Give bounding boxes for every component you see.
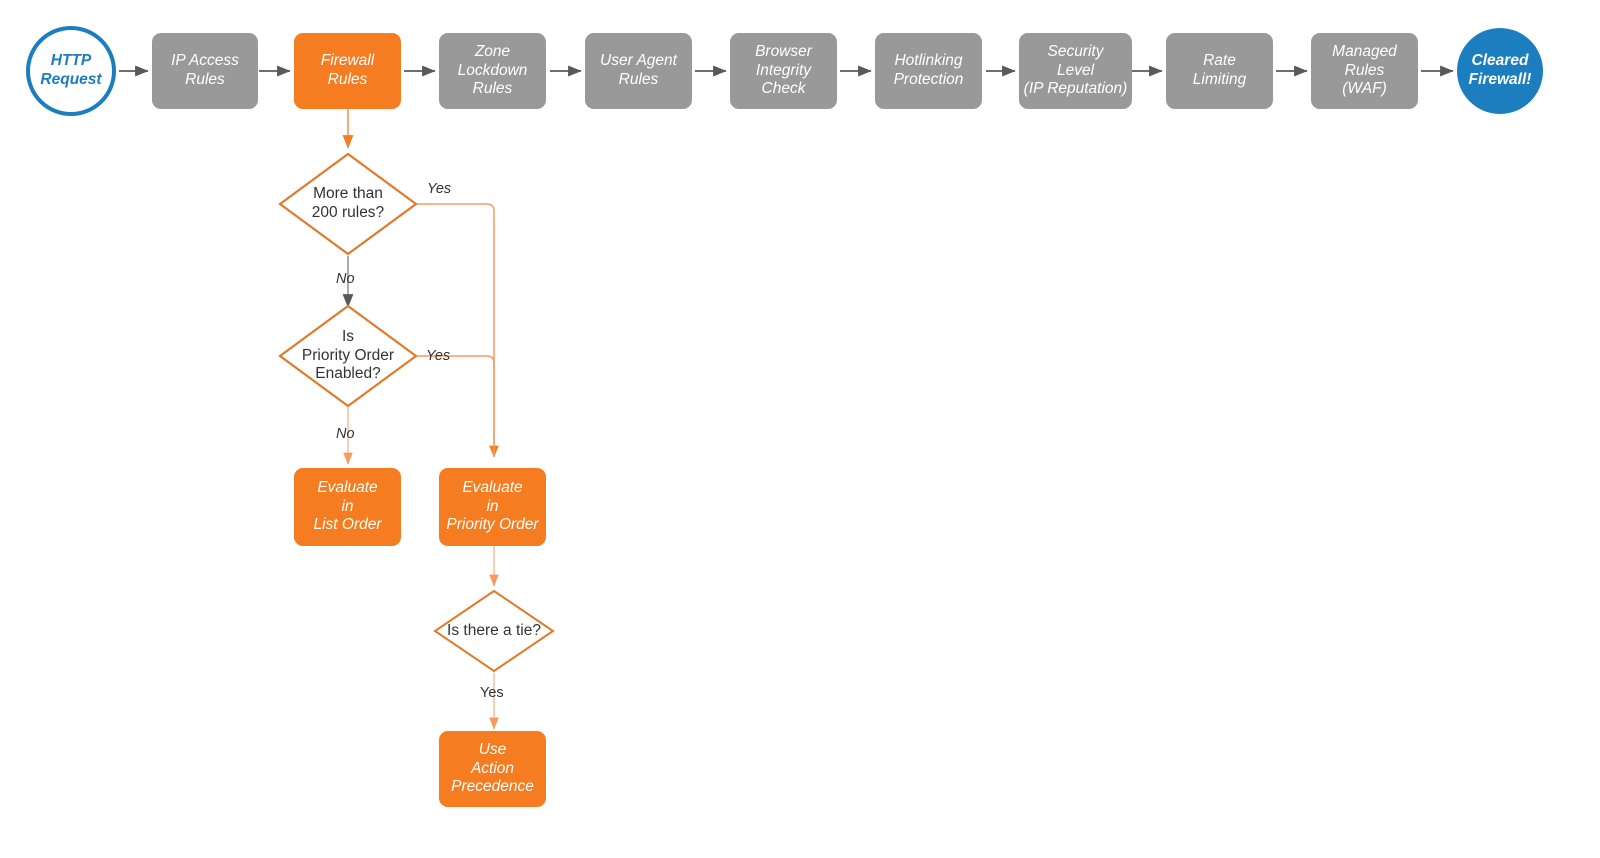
box-line: Limiting (1192, 71, 1247, 88)
box-line: (WAF) (1342, 80, 1387, 98)
box-line: in (341, 497, 354, 515)
node-http-request[interactable]: HTTP Request (26, 26, 116, 116)
box-line: Rate (1203, 52, 1236, 70)
box-line: Rules (1344, 61, 1385, 79)
box-line: Action (470, 759, 515, 777)
diamond-shape (278, 152, 418, 256)
box-line: Level (1056, 61, 1095, 79)
box-line: Lockdown (457, 61, 528, 79)
box-line: Browser (755, 42, 812, 60)
edge-label-no-200rules: No (336, 271, 355, 287)
box-line: User Agent (600, 52, 677, 70)
box-line: Integrity (755, 61, 812, 79)
box-line: Precedence (451, 778, 534, 796)
box-line: Hotlinking (894, 52, 963, 70)
box-line: Protection (893, 71, 964, 88)
box-line: Firewall (320, 52, 375, 70)
box-line: (IP Reputation) (1023, 80, 1128, 98)
node-rate-limiting[interactable]: Rate Limiting (1166, 33, 1273, 109)
cleared-firewall-line-2: Firewall! (1468, 71, 1532, 88)
node-zone-lockdown-rules[interactable]: Zone Lockdown Rules (439, 33, 546, 109)
node-cleared-firewall[interactable]: Cleared Firewall! (1457, 28, 1543, 114)
node-browser-integrity-check[interactable]: Browser Integrity Check (730, 33, 837, 109)
box-line: Use (478, 740, 507, 758)
node-evaluate-in-list-order[interactable]: Evaluate in List Order (294, 468, 401, 546)
box-line: in (486, 497, 499, 515)
node-security-level[interactable]: Security Level (IP Reputation) (1019, 33, 1132, 109)
edge-label-yes-200rules: Yes (427, 181, 452, 197)
edge-label-yes-tie: Yes (480, 685, 504, 701)
box-line: Rules (327, 71, 368, 88)
decision-is-priority-order-enabled[interactable]: Is Priority Order Enabled? (278, 304, 418, 408)
http-request-line-2: Request (40, 71, 102, 88)
diamond-shape (278, 304, 418, 408)
decision-is-there-a-tie[interactable]: Is there a tie? (433, 589, 555, 673)
box-line: Check (761, 80, 806, 98)
node-evaluate-in-priority-order[interactable]: Evaluate in Priority Order (439, 468, 546, 546)
box-line: Zone (474, 42, 511, 60)
decision-more-than-200-rules[interactable]: More than 200 rules? (278, 152, 418, 256)
edge-label-no-priority: No (336, 426, 355, 442)
node-ip-access-rules[interactable]: IP Access Rules (152, 33, 258, 109)
box-line: Rules (618, 71, 659, 88)
node-firewall-rules[interactable]: Firewall Rules (294, 33, 401, 109)
node-use-action-precedence[interactable]: Use Action Precedence (439, 731, 546, 807)
box-line: Priority Order (446, 516, 539, 534)
edge-label-yes-priority: Yes (426, 348, 451, 364)
node-user-agent-rules[interactable]: User Agent Rules (585, 33, 692, 109)
box-line: Evaluate (317, 478, 378, 496)
box-line: Evaluate (462, 478, 523, 496)
node-hotlinking-protection[interactable]: Hotlinking Protection (875, 33, 982, 109)
box-line: Rules (472, 80, 513, 98)
diamond-shape (433, 589, 555, 673)
edge-200rules-yes (417, 203, 499, 458)
edge-priority-yes (417, 355, 495, 457)
http-request-line-1: HTTP (50, 52, 92, 70)
cleared-firewall-line-1: Cleared (1471, 52, 1529, 70)
node-managed-rules-waf[interactable]: Managed Rules (WAF) (1311, 33, 1418, 109)
box-line: Managed (1332, 42, 1397, 60)
box-line: List Order (313, 516, 382, 534)
box-line: Rules (185, 71, 225, 88)
box-line: IP Access (171, 52, 239, 70)
box-line: Security (1047, 42, 1104, 60)
